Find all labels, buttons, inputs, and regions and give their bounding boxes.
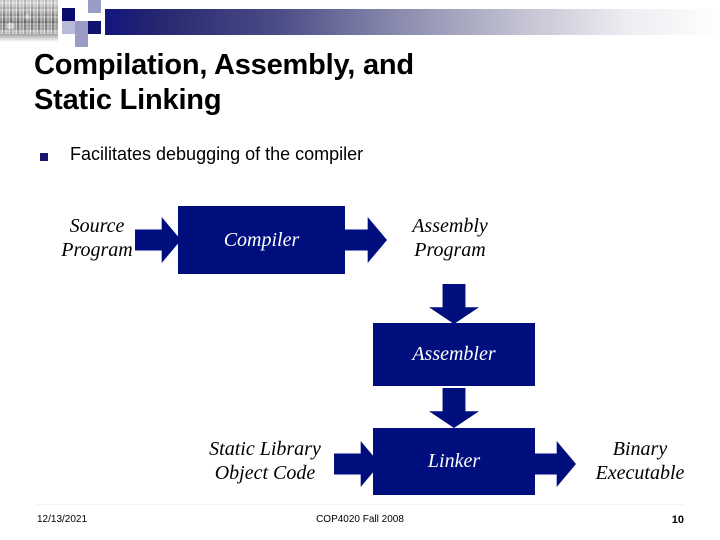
diagram-node-assembler: Assembler: [373, 323, 535, 386]
diagram-node-label: Assembly: [412, 215, 488, 238]
arrow-source-to-compiler-icon: [135, 216, 181, 264]
footer-course: COP4020 Fall 2008: [316, 514, 404, 525]
square-periwinkle-3: [75, 34, 88, 47]
footer-page-number: 10: [671, 514, 684, 526]
square-navy-1: [62, 8, 75, 21]
footer-date: 12/13/2021: [37, 514, 88, 525]
square-light-2: [62, 21, 75, 34]
square-bullet-icon: [40, 153, 48, 161]
square-light-3: [62, 34, 75, 47]
diagram-node-label: Program: [61, 239, 133, 261]
footer-divider: [36, 504, 684, 505]
diagram-node-label: Compiler: [223, 229, 300, 251]
page-title-line-2: Static Linking: [34, 84, 222, 117]
diagram-node-label: Linker: [427, 450, 481, 472]
banner-gradient-bar: [105, 9, 720, 35]
arrow-assembly-to-assembler-icon: [428, 284, 480, 324]
bullet-item: Facilitates debugging of the compiler: [40, 144, 363, 166]
slide-banner: [0, 0, 720, 47]
page-title-line-1: Compilation, Assembly, and: [34, 49, 414, 81]
diagram-node-label: Source: [69, 215, 125, 238]
campus-building-photo: [0, 0, 58, 42]
square-periwinkle-1: [88, 0, 101, 13]
diagram-node-compiler: Compiler: [178, 206, 345, 274]
diagram-node-label: Static Library: [209, 438, 321, 461]
arrow-library-to-linker-icon: [334, 440, 380, 488]
square-navy-2: [88, 21, 101, 34]
arrow-linker-to-binary-icon: [530, 440, 576, 488]
arrow-assembler-to-linker-icon: [428, 388, 480, 428]
square-periwinkle-2: [75, 21, 88, 34]
diagram-node-label: Binary: [612, 438, 668, 461]
arrow-compiler-to-assembly-icon: [341, 216, 387, 264]
diagram-node-label: Program: [414, 239, 486, 261]
page-title: Compilation, Assembly, and Static Linkin…: [34, 48, 674, 119]
diagram-node-label: Object Code: [214, 462, 316, 484]
diagram-node-label: Executable: [595, 462, 685, 484]
square-light-1: [75, 0, 88, 8]
bullet-item-label: Facilitates debugging of the compiler: [70, 144, 364, 164]
diagram-node-linker: Linker: [373, 428, 535, 495]
diagram-node-label: Assembler: [412, 343, 496, 365]
